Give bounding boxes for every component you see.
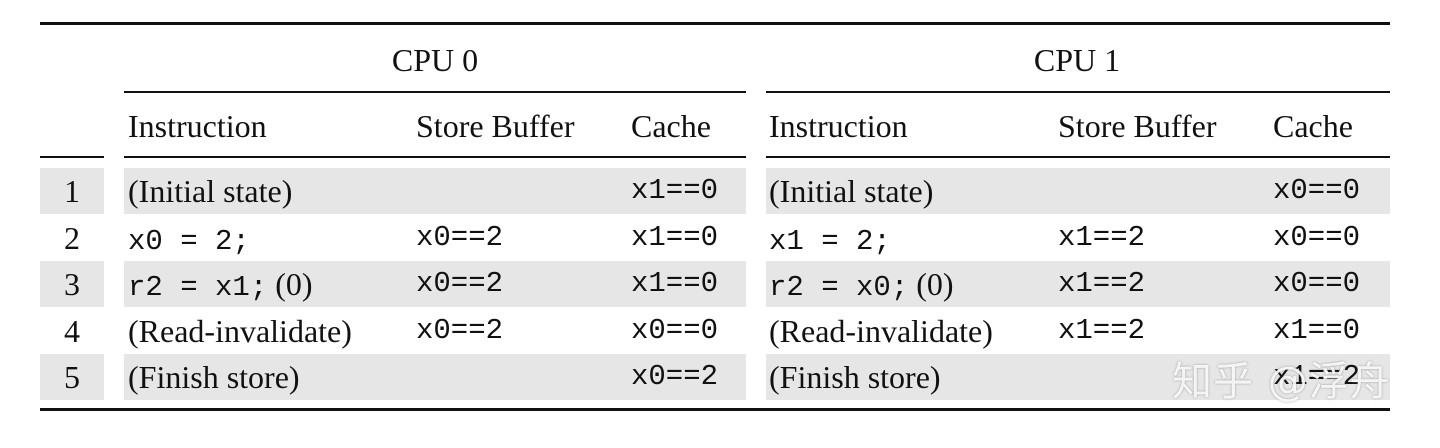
cpu1-instruction-cell: (Read-invalidate) (769, 308, 993, 354)
row-shading (622, 354, 746, 400)
cpu0-group-rule (124, 91, 746, 93)
cpu1-instruction-cell: (Finish store) (769, 354, 941, 400)
cpu1-instruction-text: (Initial state) (769, 173, 934, 209)
row-shading (1260, 354, 1390, 400)
header-cpu0-cache: Cache (631, 108, 711, 144)
cpu0-instruction-cell: r2 = x1;(0) (128, 261, 313, 307)
num-column-rule (40, 156, 104, 158)
row-shading (1048, 354, 1260, 400)
cpu0-instruction-note: (0) (275, 266, 313, 302)
cpu1-store-buffer-cell: x1==2 (1058, 313, 1146, 347)
header-cpu1-instruction: Instruction (769, 108, 908, 144)
cpu0-cache-cell: x0==2 (631, 360, 719, 393)
group-title-cpu1: CPU 1 (1033, 42, 1121, 78)
table-row: 4 (Read-invalidate) x0==2 x0==0 (Read-invali… (40, 308, 1390, 354)
table-row: 2 x0 = 2; x0==2 x1==0 x1 = 2; x1==2 x0==0 (40, 215, 1390, 261)
header-cpu0-instruction: Instruction (128, 108, 267, 144)
row-shading (40, 261, 104, 307)
cpu1-store-buffer-cell: x1==2 (1058, 220, 1146, 254)
row-shading (410, 168, 622, 214)
row-number: 2 (64, 219, 80, 256)
row-shading (766, 261, 1048, 307)
group-title-cpu0: CPU 0 (391, 42, 479, 78)
cpu0-instruction-text: (Read-invalidate) (128, 312, 352, 349)
cpu1-instruction-cell: x1 = 2; (769, 215, 891, 261)
row-shading (410, 261, 622, 307)
cpu0-instruction-text: (Initial state) (128, 173, 293, 209)
header-cpu1-store-buffer: Store Buffer (1058, 108, 1217, 144)
cpu1-instruction-code: r2 = x0; (769, 271, 909, 304)
cpu1-instruction-code: x1 = 2; (769, 224, 891, 258)
row-shading (622, 168, 746, 214)
cpu0-instruction-text: (Finish store) (128, 359, 300, 395)
table-row: 5 (Finish store) x0==2 (Finish store) x1==2 (40, 354, 1390, 400)
cpu0-instruction-code: r2 = x1; (128, 271, 268, 304)
header-cpu1-cache: Cache (1273, 108, 1353, 144)
cpu1-group-rule (766, 91, 1390, 93)
row-shading (1260, 168, 1390, 214)
cpu1-instruction-cell: (Initial state) (769, 168, 933, 214)
row-shading (410, 354, 622, 400)
table-bottom-rule (40, 408, 1390, 411)
header-cpu0-store-buffer: Store Buffer (416, 108, 575, 144)
cpu0-cache-cell: x1==0 (631, 267, 719, 300)
row-shading (622, 261, 746, 307)
cpu0-instruction-cell: x0 = 2; (128, 215, 250, 261)
cpu0-instruction-cell: (Finish store) (128, 354, 300, 400)
cpu0-store-buffer-cell: x0==2 (416, 267, 504, 300)
cpu0-instruction-cell: (Initial state) (128, 168, 292, 214)
cpu1-instruction-text: (Read-invalidate) (769, 312, 993, 349)
cpu1-instruction-cell: r2 = x0;(0) (769, 261, 954, 307)
cpu1-header-rule (766, 156, 1390, 158)
row-shading (40, 354, 104, 400)
cpu1-store-buffer-cell: x1==2 (1058, 267, 1146, 300)
row-shading (40, 168, 104, 214)
cpu0-cache-cell: x0==0 (631, 313, 719, 347)
row-shading (1260, 261, 1390, 307)
cpu0-header-rule (124, 156, 746, 158)
row-number: 5 (64, 359, 80, 395)
row-shading (766, 168, 1048, 214)
cpu0-instruction-code: x0 = 2; (128, 224, 250, 258)
cpu1-cache-cell: x0==0 (1273, 174, 1361, 207)
table-row: 1 (Initial state) x1==0 (Initial state) x0==… (40, 168, 1390, 214)
cpu1-instruction-note: (0) (916, 266, 954, 302)
watermark: 知乎 @浮舟 (1172, 359, 1391, 405)
row-shading (766, 354, 1048, 400)
cpu0-cache-cell: x1==0 (631, 174, 719, 207)
table-top-rule (40, 22, 1390, 25)
row-number: 4 (64, 312, 80, 349)
cpu0-instruction-cell: (Read-invalidate) (128, 308, 352, 354)
cpu1-cache-cell: x0==0 (1273, 267, 1361, 300)
cpu1-cache-cell: x0==0 (1273, 220, 1361, 254)
row-number: 3 (64, 266, 80, 302)
cpu0-store-buffer-cell: x0==2 (416, 313, 504, 347)
cpu1-cache-cell: x1==2 (1273, 360, 1361, 393)
cpu0-cache-cell: x1==0 (631, 220, 719, 254)
cpu1-instruction-text: (Finish store) (769, 359, 941, 395)
row-shading (1048, 168, 1260, 214)
cpu1-cache-cell: x1==0 (1273, 313, 1361, 347)
cpu0-store-buffer-cell: x0==2 (416, 220, 504, 254)
memory-ordering-table: CPU 0 CPU 1 Instruction Store Buffer Cac… (40, 22, 1390, 414)
row-number: 1 (64, 173, 80, 209)
row-shading (1048, 261, 1260, 307)
